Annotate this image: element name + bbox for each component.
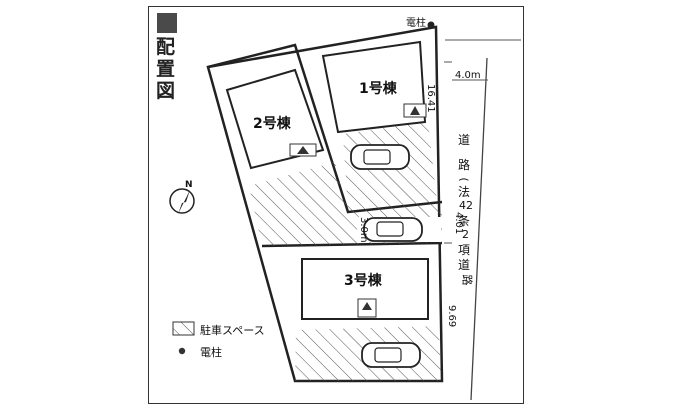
building-1-footprint [321, 40, 427, 134]
legend-pole-label: 電柱 [200, 346, 222, 359]
entrance-marker-1 [403, 103, 427, 118]
road-edge-line [470, 57, 488, 401]
title-char-3: 図 [156, 80, 176, 102]
passage-width-label: 3.0m [358, 217, 369, 243]
car-icon-2 [363, 217, 423, 242]
property-boundary [206, 25, 444, 383]
dimension-9-69: 9.69 [446, 305, 457, 328]
building-3-footprint [301, 258, 429, 320]
utility-pole-icon [427, 21, 435, 29]
road-char: 法 [458, 185, 471, 199]
legend-pole-icon [178, 347, 186, 355]
north-compass-icon [169, 188, 195, 214]
utility-pole-label: 電柱 [406, 18, 426, 29]
title-marker [157, 13, 177, 33]
road-char: 2 [462, 228, 469, 241]
drawing-frame [148, 6, 524, 404]
title-char-1: 配 [156, 36, 176, 58]
building-2-label: 2号棟 [253, 116, 291, 132]
road-char: 道 [458, 133, 471, 147]
entrance-marker-3 [357, 298, 377, 318]
title-char-2: 置 [156, 58, 176, 80]
building-1-label: 1号棟 [359, 81, 397, 97]
legend-hatch-swatch [172, 321, 195, 336]
compass-label: N [185, 180, 193, 190]
dimension-16-41: 16.41 [425, 84, 436, 113]
road-char: 条 [458, 214, 471, 228]
building-3-label: 3号棟 [344, 273, 382, 289]
road-width-label: 4.0m [455, 70, 481, 81]
legend-parking-label: 駐車スペース [200, 324, 265, 337]
road-char: 42 [459, 199, 473, 212]
car-icon-1 [350, 144, 410, 170]
road-char: ( [457, 177, 471, 182]
road-char: 路 [460, 274, 474, 286]
car-icon-3 [361, 342, 421, 368]
road-char: 路 [458, 158, 471, 172]
road-char: 項 [458, 243, 471, 257]
entrance-marker-2 [289, 143, 317, 157]
road-char: 道 [458, 258, 471, 272]
